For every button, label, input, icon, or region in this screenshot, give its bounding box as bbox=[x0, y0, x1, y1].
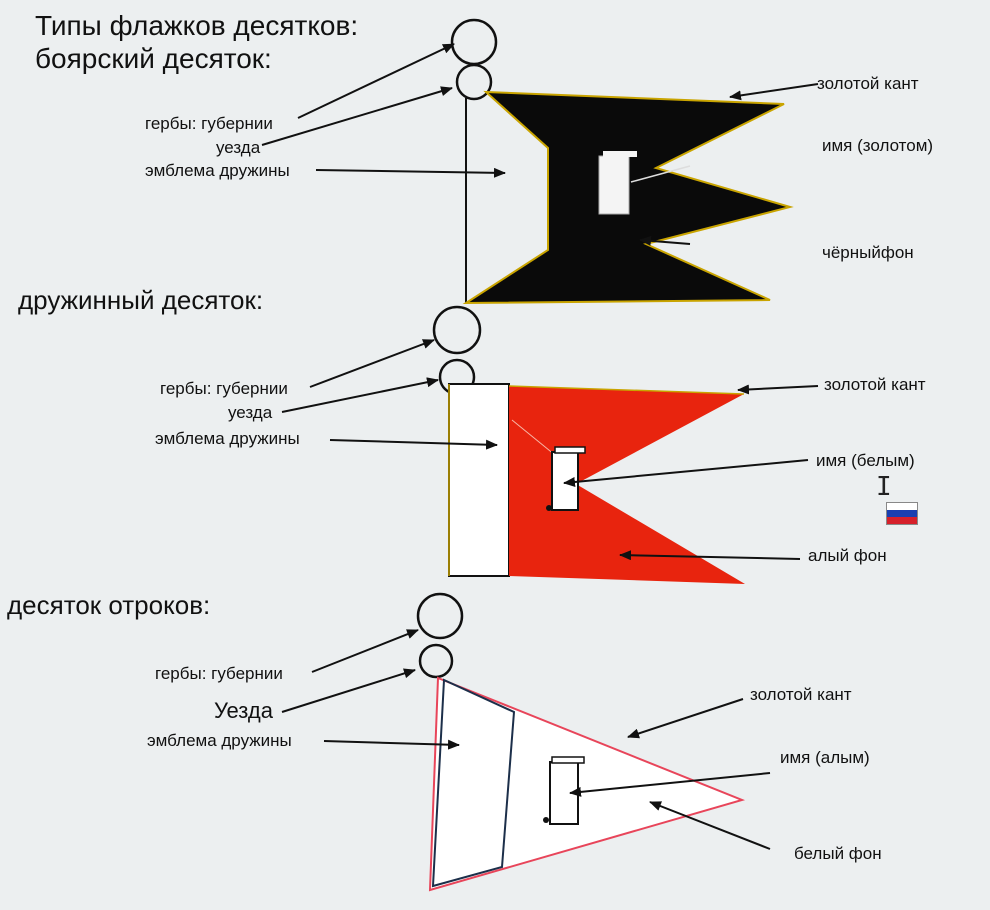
boyar-label-emblem: эмблема дружины bbox=[145, 161, 290, 180]
otroki-heading: десяток отроков: bbox=[7, 590, 211, 620]
druzhina-red-flag bbox=[509, 386, 745, 584]
boyar-coat-uezd-circle bbox=[455, 63, 493, 101]
druzhina-arrows bbox=[281, 339, 819, 561]
boyar-flag-group bbox=[450, 18, 794, 305]
otroki-hoist-panel bbox=[431, 678, 516, 888]
druzhina-label-bg: алый фон bbox=[808, 546, 887, 565]
druzhina-label-uezd: уезда bbox=[228, 403, 273, 422]
otroki-label-bg: белый фон bbox=[794, 844, 882, 863]
druzhina-label-gerby: гербы: губернии bbox=[160, 379, 288, 398]
druzhina-flag-group bbox=[432, 305, 745, 584]
otroki-coat-guberniya-circle bbox=[416, 592, 464, 640]
otroki-label-gerby: гербы: губернии bbox=[155, 664, 283, 683]
otroki-label-name: имя (алым) bbox=[780, 748, 870, 767]
boyar-arrows bbox=[261, 43, 819, 246]
druzhina-white-hoist bbox=[448, 383, 510, 577]
boyar-heading: боярский десяток: bbox=[35, 43, 272, 74]
druzhina-name-plate bbox=[551, 451, 579, 511]
boyar-label-kant: золотой кант bbox=[817, 74, 919, 93]
otroki-label-uezd: Уезда bbox=[214, 698, 273, 723]
otroki-coat-uezd-circle bbox=[418, 643, 454, 679]
page-title: Типы флажков десятков: bbox=[35, 10, 359, 41]
boyar-coat-guberniya-circle bbox=[450, 18, 498, 66]
boyar-name-plate bbox=[598, 155, 630, 215]
druzhina-coat-guberniya-circle bbox=[432, 305, 482, 355]
russian-language-flag-icon[interactable] bbox=[886, 502, 918, 525]
boyar-label-uezd: уезда bbox=[216, 138, 261, 157]
otroki-white-flag bbox=[428, 676, 746, 892]
boyar-label-bg: чёрныйфон bbox=[822, 243, 914, 262]
druzhina-label-kant: золотой кант bbox=[824, 375, 926, 394]
druzhina-label-emblem: эмблема дружины bbox=[155, 429, 300, 448]
boyar-label-gerby: гербы: губернии bbox=[145, 114, 273, 133]
otroki-flag-group bbox=[416, 592, 746, 892]
druzhina-heading: дружинный десяток: bbox=[18, 285, 264, 315]
otroki-arrows bbox=[281, 629, 771, 850]
text-cursor-icon: I bbox=[876, 472, 892, 502]
boyar-label-name: имя (золотом) bbox=[822, 136, 934, 155]
druzhina-label-name: имя (белым) bbox=[816, 451, 915, 470]
otroki-label-kant: золотой кант bbox=[750, 685, 852, 704]
otroki-label-emblem: эмблема дружины bbox=[147, 731, 292, 750]
